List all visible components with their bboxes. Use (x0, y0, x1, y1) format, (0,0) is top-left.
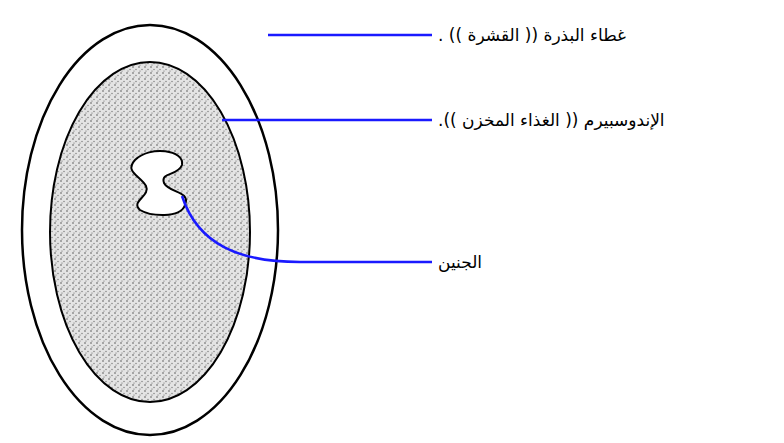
part-label: الجنين (438, 252, 482, 272)
endosperm (50, 62, 250, 402)
leader-line (268, 34, 432, 37)
leader-line (182, 196, 432, 262)
seed-coat (22, 25, 278, 435)
embryo (131, 151, 186, 215)
part-label: غطاء البذرة (( القشرة )) . (438, 25, 626, 45)
part-label: الإندوسبيرم (( الغذاء المخزن )). (438, 110, 665, 130)
leader-line (222, 119, 432, 122)
